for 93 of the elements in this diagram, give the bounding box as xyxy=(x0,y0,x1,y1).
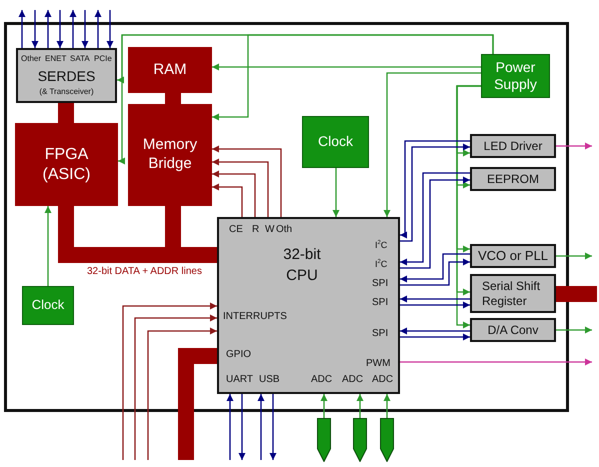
pin-label: ADC xyxy=(311,375,332,385)
pin-label: (& Transceiver) xyxy=(38,86,95,98)
pin-label: UART xyxy=(226,375,254,385)
bus-line xyxy=(165,93,181,104)
arrow xyxy=(270,394,276,460)
arrow xyxy=(400,302,470,308)
pin-label: SPI xyxy=(372,329,388,339)
block-title: EEPROM xyxy=(486,172,539,186)
arrow xyxy=(400,258,470,286)
pin-label: GPIO xyxy=(226,350,252,360)
arrow xyxy=(122,302,217,460)
arrow xyxy=(320,394,328,418)
block-box xyxy=(481,54,550,98)
arrow xyxy=(400,296,470,302)
block-box xyxy=(470,134,556,158)
bus-line xyxy=(556,286,597,302)
arrow xyxy=(32,10,38,48)
block-box xyxy=(16,48,117,103)
probe-symbol xyxy=(317,418,331,462)
bus-line xyxy=(178,348,217,460)
arrow xyxy=(258,394,264,460)
pin-label: I$^{2}$C xyxy=(375,260,388,269)
pin-label: PCIe xyxy=(94,55,112,63)
block-box xyxy=(470,244,556,268)
arrow xyxy=(384,394,390,418)
arrow xyxy=(212,170,256,217)
block-box xyxy=(128,47,212,93)
pin-label: Oth xyxy=(276,225,292,235)
arrow xyxy=(400,328,470,334)
cpu-block xyxy=(217,217,400,394)
pin-label: SPI xyxy=(372,279,388,289)
probe-symbol xyxy=(380,418,394,462)
pin-label: Other xyxy=(21,55,42,63)
arrow xyxy=(400,334,470,340)
arrow xyxy=(44,10,52,48)
block-box xyxy=(470,274,556,313)
block-box xyxy=(15,123,118,206)
arrow xyxy=(44,206,52,286)
bus-line xyxy=(58,103,74,123)
block-box xyxy=(128,104,212,206)
block-box xyxy=(22,286,74,325)
arrow xyxy=(94,10,102,48)
arrow xyxy=(18,10,26,48)
arrow xyxy=(134,314,217,460)
arrow xyxy=(82,10,88,48)
arrow xyxy=(332,168,340,217)
block-title: LED Driver xyxy=(484,138,542,154)
pin-label: CE xyxy=(229,225,243,235)
pin-label: PWM xyxy=(366,359,390,369)
arrow xyxy=(212,64,481,70)
pin-label: ADC xyxy=(372,375,394,385)
arrow xyxy=(400,253,470,282)
block-box xyxy=(470,167,556,191)
block-title: VCO or PLL xyxy=(478,248,548,264)
pin-label: I$^{2}$C xyxy=(375,241,388,250)
block-title: SERDES xyxy=(36,67,96,86)
arrow xyxy=(212,158,269,217)
arrow xyxy=(556,252,592,260)
block-title: Clock xyxy=(32,297,64,314)
block-title: Serial Shift Register xyxy=(482,278,542,308)
arrow xyxy=(56,10,64,48)
block-title: Clock xyxy=(318,133,353,151)
pin-label: USB xyxy=(259,375,280,385)
pin-label: W xyxy=(265,225,274,235)
arrow xyxy=(147,328,217,460)
block-title: D/A Conv xyxy=(488,322,538,338)
pin-label: ENET xyxy=(45,55,66,63)
arrow xyxy=(70,10,76,48)
block-box xyxy=(470,318,556,342)
arrow xyxy=(356,394,364,418)
pin-label: ADC xyxy=(342,375,364,385)
arrow xyxy=(556,142,592,150)
arrow xyxy=(212,34,494,120)
block-title: Power Supply xyxy=(493,58,538,94)
pin-label: R xyxy=(252,225,260,235)
arrow xyxy=(212,184,243,217)
block-title: Memory Bridge xyxy=(142,136,198,174)
arrow xyxy=(212,146,282,217)
arrow xyxy=(384,72,481,217)
pin-label: INTERRUPTS xyxy=(223,312,287,322)
block-title: RAM xyxy=(153,60,187,80)
block-title: FPGA (ASIC) xyxy=(42,144,92,184)
arrow xyxy=(556,326,592,334)
probe-symbol xyxy=(353,418,367,462)
arrow xyxy=(106,10,114,48)
block-title: 32-bit CPU xyxy=(282,245,322,286)
arrow xyxy=(400,358,592,366)
pin-label: SATA xyxy=(70,55,90,63)
arrow xyxy=(238,394,246,460)
pin-label: SPI xyxy=(372,298,388,308)
arrow xyxy=(226,394,234,460)
edge-label: 32-bit DATA + ADDR lines xyxy=(87,266,202,277)
block-box xyxy=(302,116,369,168)
